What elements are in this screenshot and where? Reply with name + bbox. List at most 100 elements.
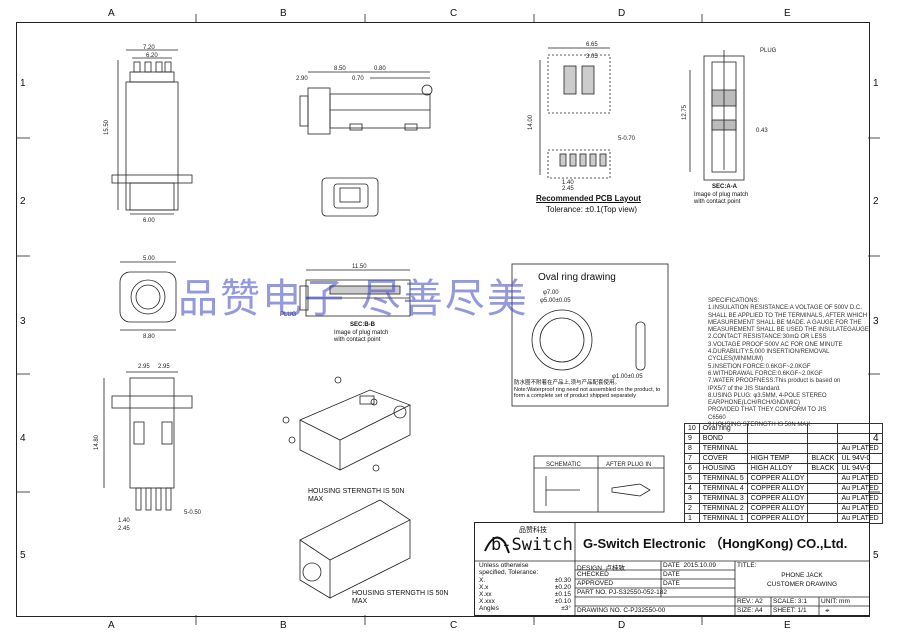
approved-label: APPROVED bbox=[577, 580, 614, 587]
pcb-tolerance: Tolerance: ±0.1(Top view) bbox=[546, 205, 638, 214]
zone-label-row-5-left: 5 bbox=[20, 550, 26, 561]
oval-title: Oval ring drawing bbox=[538, 272, 616, 283]
bom-cell-part: HOUSING bbox=[698, 463, 748, 474]
bom-cell-m2 bbox=[807, 443, 839, 454]
bom-cell-finish: Au PLATED bbox=[837, 503, 883, 514]
spec-line: PROVIDED THAT THEY CONFORM TO JIS bbox=[708, 407, 827, 414]
bom-cell-part: TERMINAL 5 bbox=[698, 473, 748, 484]
bom-cell-m1: COPPER ALLOY bbox=[746, 493, 809, 504]
bom-cell-m2 bbox=[807, 433, 839, 444]
tolerance-key: X.x bbox=[479, 584, 489, 591]
bom-cell-no: 4 bbox=[684, 483, 700, 494]
bom-cell-no: 9 bbox=[684, 433, 700, 444]
schematic-label: SCHEMATIC bbox=[546, 462, 582, 468]
bom-cell-finish bbox=[837, 423, 883, 434]
dim-text: 14.80 bbox=[94, 434, 100, 450]
dim-text: 2.45 bbox=[562, 186, 574, 192]
spec-line: EARPHONE(LCH/RCH/GND/MIC) bbox=[708, 400, 801, 407]
zone-label-col-e-bottom: E bbox=[784, 620, 791, 631]
zone-label-row-2-left: 2 bbox=[20, 196, 26, 207]
dim-text: φ7.00 bbox=[543, 290, 559, 296]
bom-cell-m2 bbox=[807, 423, 839, 434]
dim-text: 0.70 bbox=[352, 76, 364, 82]
bom-cell-m1 bbox=[746, 423, 809, 434]
oval-note-en: Note:Waterproof ring need not assembled … bbox=[514, 387, 661, 399]
bom-cell-m1 bbox=[746, 443, 809, 454]
dim-text: 8.80 bbox=[143, 334, 155, 340]
bom-cell-no: 2 bbox=[684, 503, 700, 514]
housing-note-bottom: HOUSING STERNGTH IS 50N MAX bbox=[352, 590, 449, 605]
zone-label-row-5-right: 5 bbox=[873, 550, 879, 561]
checked-label: CHECKED bbox=[577, 571, 609, 578]
after-plug-label: AFTER PLUG IN bbox=[606, 462, 651, 468]
zone-label-col-a-top: A bbox=[108, 8, 115, 19]
spec-line: C6560 bbox=[708, 414, 726, 421]
tolerance-key: Angles bbox=[479, 605, 499, 612]
sheet-number: SHEET: 1/1 bbox=[773, 607, 807, 614]
dim-text: 14.00 bbox=[528, 114, 534, 130]
bom-cell-no: 8 bbox=[684, 443, 700, 454]
projection-symbol-icon: ⌖ bbox=[825, 606, 830, 615]
tolerance-value: ±3° bbox=[561, 605, 571, 612]
zone-label-col-d-top: D bbox=[618, 8, 626, 19]
title-block-grid bbox=[475, 523, 869, 615]
drawing-title-line1: PHONE JACK bbox=[781, 572, 823, 579]
dim-text: 6.20 bbox=[146, 53, 158, 59]
bom-cell-m2: BLACK bbox=[807, 463, 839, 474]
zone-label-col-c-bottom: C bbox=[450, 620, 458, 631]
plug-label-bb: PLUG bbox=[280, 312, 297, 318]
zone-label-col-c-top: C bbox=[450, 8, 458, 19]
bom-cell-no: 6 bbox=[684, 463, 700, 474]
date-label-1: DATE 2015.10.09 bbox=[663, 562, 716, 569]
spec-line: 1.INSULATION RESISTANCE:A VOLTAGE OF 500… bbox=[708, 305, 862, 312]
design-value: 卢桂致 bbox=[605, 565, 626, 572]
pcb-title: Recommended PCB Layout bbox=[536, 194, 641, 203]
date-value: 2015.10.09 bbox=[683, 562, 717, 569]
bom-cell-no: 10 bbox=[684, 423, 700, 434]
dim-text: 2.45 bbox=[118, 526, 130, 532]
watermark-text: 品赞电子 尽善尽美 bbox=[178, 276, 529, 322]
bom-cell-finish: Au PLATED bbox=[837, 493, 883, 504]
zone-label-col-a-bottom: A bbox=[108, 620, 115, 631]
zone-label-row-3-right: 3 bbox=[873, 316, 879, 327]
design-label: DESIGN 卢桂致 bbox=[577, 562, 625, 572]
dim-text: 11.50 bbox=[352, 264, 367, 270]
dim-text: 2.90 bbox=[296, 76, 308, 82]
date-label-2: DATE bbox=[663, 571, 680, 578]
revision: REV.: A2 bbox=[737, 598, 763, 605]
tolerance-row: X.±0.30 bbox=[479, 577, 571, 584]
drawing-outer-frame bbox=[16, 22, 870, 617]
tolerance-key: X. bbox=[479, 577, 486, 584]
tolerance-row: X.x±0.20 bbox=[479, 584, 571, 591]
dim-text: 15.50 bbox=[104, 119, 110, 135]
bom-cell-finish: UL 94V-0 bbox=[837, 453, 883, 464]
zone-label-row-4-left: 4 bbox=[20, 433, 26, 444]
bom-cell-finish: Au PLATED bbox=[837, 473, 883, 484]
dim-text: 0.80 bbox=[374, 66, 386, 72]
spec-line: SHALL BE APPLIED TO THE TERMINALS, AFTER… bbox=[708, 312, 868, 319]
bom-cell-m1 bbox=[746, 433, 809, 444]
logo-cn: 品赞科技 bbox=[519, 527, 547, 534]
spec-line: SPECIFICATIONS: bbox=[708, 298, 760, 304]
part-no: PART NO. PJ-S32550-052-182 bbox=[577, 589, 667, 596]
spec-line: 8.USING PLUG: φ3.5MM, 4-POLE STEREO bbox=[708, 392, 827, 399]
bom-cell-part: TERMINAL bbox=[698, 443, 748, 454]
dim-text: 2.95 bbox=[138, 364, 150, 370]
dim-text: 5.00 bbox=[143, 256, 155, 262]
bom-cell-finish: Au PLATED bbox=[837, 443, 883, 454]
zone-label-col-d-bottom: D bbox=[618, 620, 626, 631]
scale: SCALE: 3:1 bbox=[773, 598, 807, 605]
tolerance-row: Angles ±3° bbox=[479, 605, 571, 612]
bom-cell-m2: BLACK bbox=[807, 453, 839, 464]
tolerance-key: X.xx bbox=[479, 591, 492, 598]
spec-line: 5.INSETION FORCE:0.6KGF~2.0KGF bbox=[708, 363, 811, 370]
plug-label: PLUG bbox=[760, 48, 777, 54]
spec-line: 2.CONTACT RESISTANCE:30mΩ OR LESS bbox=[708, 334, 827, 341]
bom-cell-finish: Au PLATED bbox=[837, 483, 883, 494]
